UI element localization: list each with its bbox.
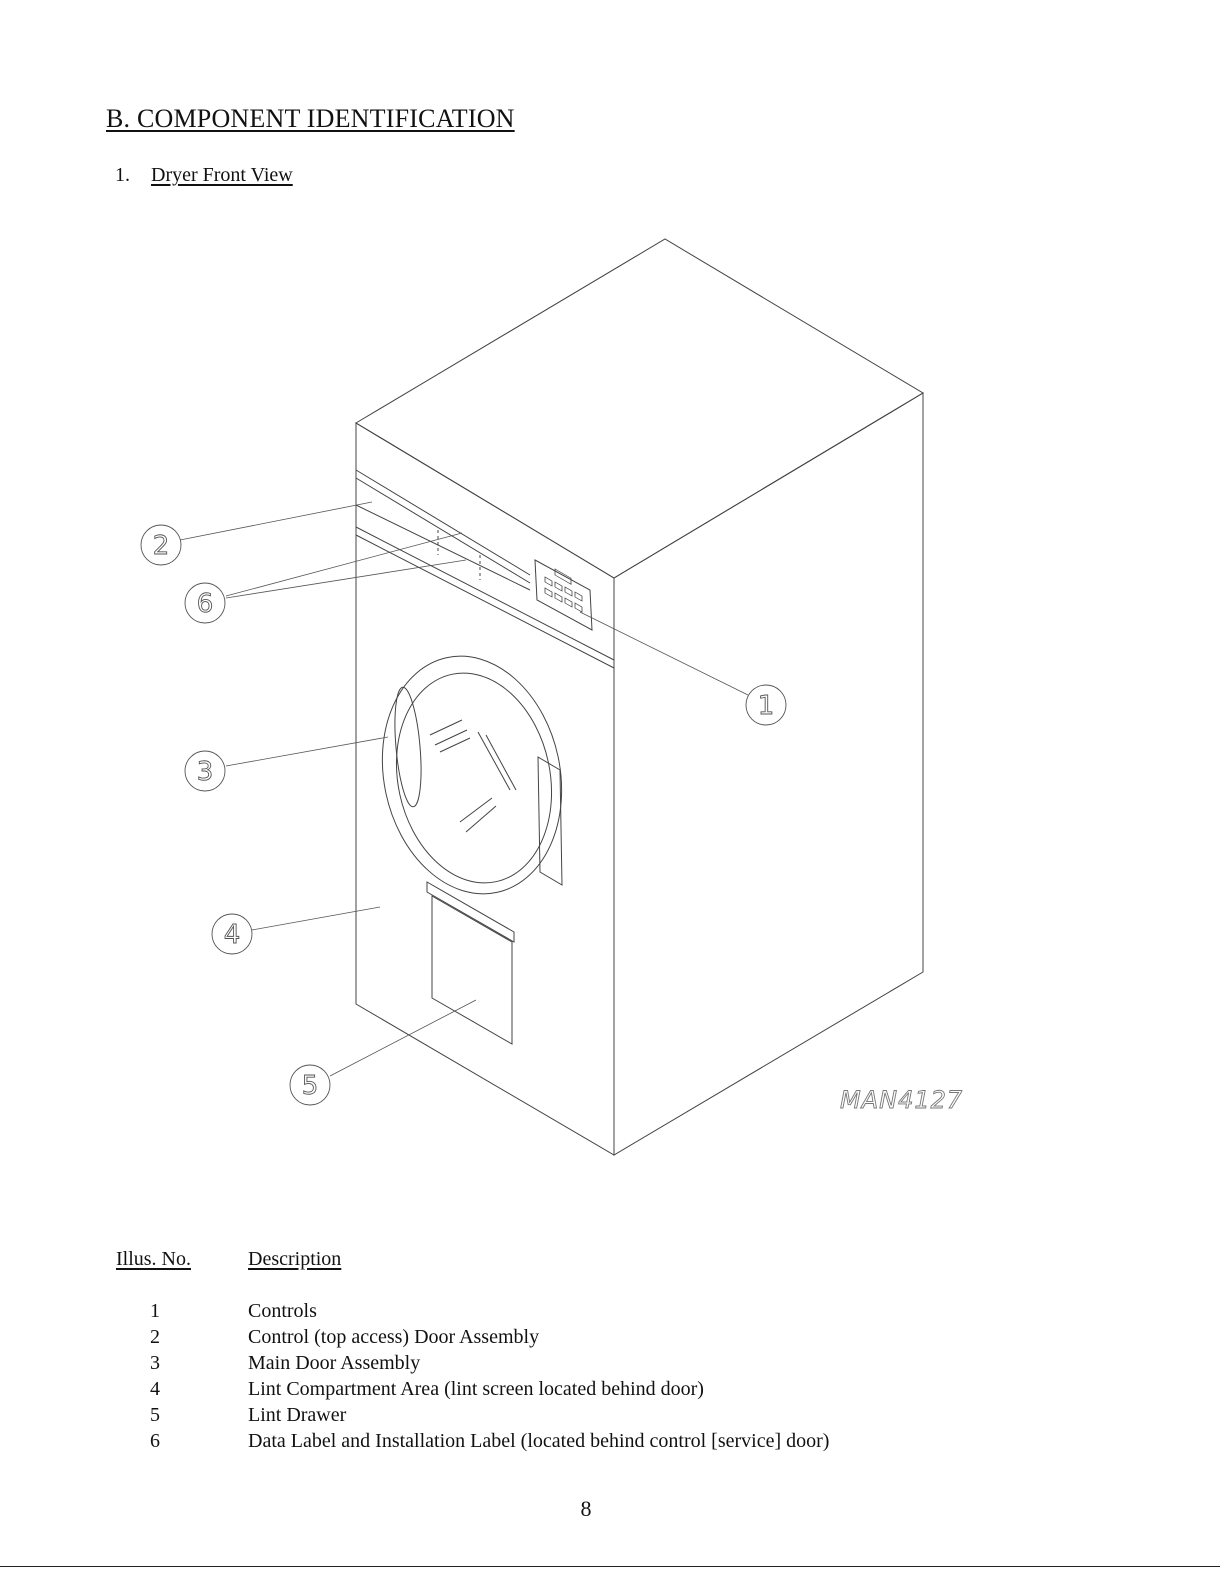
subsection-title: Dryer Front View: [151, 164, 293, 186]
main-door-inner: [395, 672, 553, 884]
legend-row-number: 6: [150, 1430, 160, 1452]
section-heading: B. COMPONENT IDENTIFICATION: [106, 104, 515, 133]
page-number: 8: [580, 1496, 592, 1521]
legend-header-number: Illus. No.: [116, 1248, 191, 1270]
keypad-buttons: [544, 568, 583, 613]
callout-4: 4: [224, 920, 241, 950]
lint-drawer: [431, 895, 513, 1045]
lint-drawer-handle: [426, 881, 515, 943]
legend-row-number: 2: [150, 1326, 160, 1348]
main-door-outer: [381, 655, 563, 895]
legend-row-description: Controls: [248, 1300, 317, 1322]
callout-6: 6: [197, 589, 214, 619]
door-hinge: [537, 756, 563, 886]
page-bottom-rule: [0, 1566, 1220, 1567]
legend-row-number: 5: [150, 1404, 160, 1426]
controls-keypad: [534, 559, 593, 631]
drawing-id: MAN4127: [840, 1086, 963, 1114]
callout-2: 2: [153, 531, 170, 561]
legend-row-description: Control (top access) Door Assembly: [248, 1326, 540, 1348]
cabinet-top: [355, 238, 924, 579]
callout-3: 3: [197, 757, 214, 787]
dryer-illustration: 1 2 3 4 5 6 MAN4127: [140, 238, 963, 1156]
legend-row-description: Lint Compartment Area (lint screen locat…: [248, 1378, 704, 1400]
legend-row-description: Main Door Assembly: [248, 1352, 421, 1374]
legend-header-description: Description: [248, 1248, 342, 1270]
door-handle: [394, 686, 422, 808]
legend-row-description: Lint Drawer: [248, 1404, 347, 1426]
callout-5: 5: [302, 1071, 319, 1101]
legend-row-description: Data Label and Installation Label (locat…: [248, 1430, 830, 1452]
legend-row-number: 4: [150, 1378, 160, 1400]
callout-1: 1: [758, 691, 775, 721]
dryer-front-view-figure: 1 2 3 4 5 6 MAN4127: [0, 200, 1220, 1200]
subsection-heading: 1. Dryer Front View: [115, 164, 293, 187]
cabinet-side: [613, 392, 924, 1156]
legend-row-number: 1: [150, 1300, 160, 1322]
subsection-number: 1.: [115, 164, 130, 186]
legend-row-number: 3: [150, 1352, 160, 1374]
cabinet-front: [355, 422, 615, 1156]
